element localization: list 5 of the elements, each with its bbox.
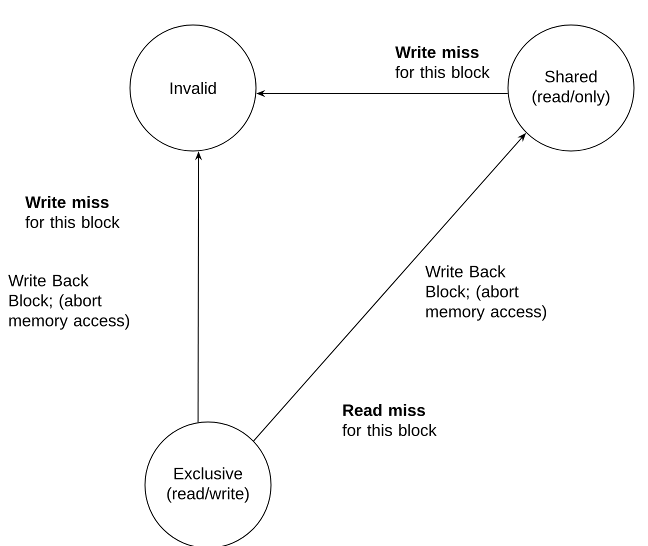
edge-label: Write miss for this block — [25, 196, 120, 228]
action-text: Write Back Block; (abort memory access) — [425, 265, 546, 321]
edge-label: Write miss for this block — [395, 46, 490, 78]
edge-label: Read miss for this block — [342, 404, 437, 436]
action-text: Write Back Block; (abort memory access) — [8, 274, 130, 330]
